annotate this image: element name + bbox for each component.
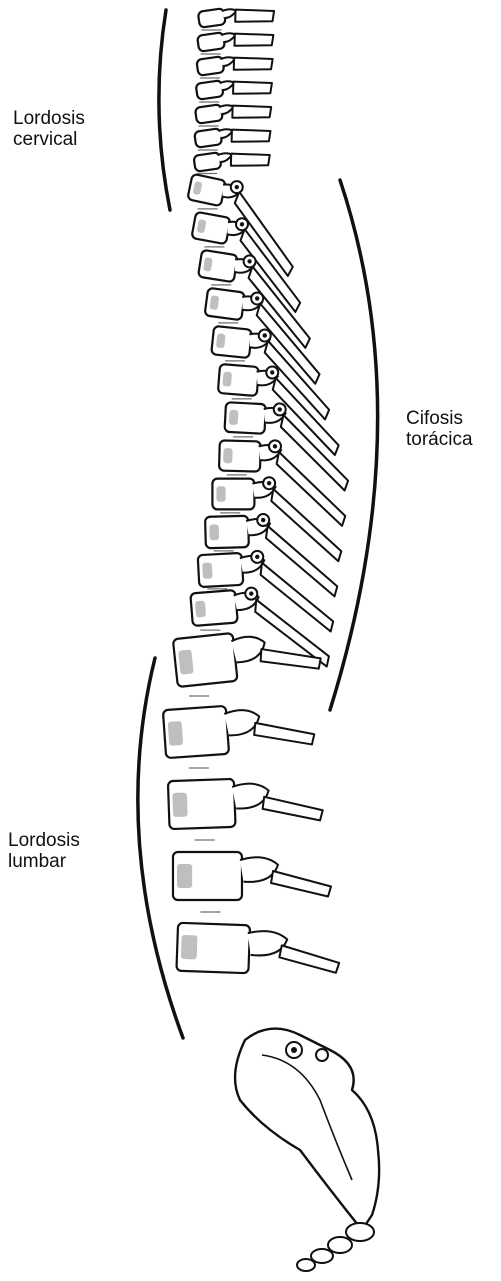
label-thoracic-line1: Cifosis — [406, 408, 473, 429]
vertebra-lumbar-1-shading — [178, 649, 194, 674]
coccyx-segment-1 — [346, 1223, 374, 1241]
coccyx-segment-2 — [328, 1237, 352, 1253]
vertebra-cervical-6-spinous-process — [230, 124, 272, 146]
vertebra-cervical-3-spinous-process — [232, 52, 274, 74]
vertebra-cervical-5-body — [195, 104, 223, 123]
vertebra-lumbar-3-shading — [172, 793, 187, 817]
sacrum — [235, 1029, 379, 1230]
vertebra-lumbar-3-spinous-process — [262, 795, 323, 823]
label-cervical-lordosis: Lordosis cervical — [13, 108, 85, 150]
vertebra-lumbar-2 — [163, 700, 315, 758]
vertebra-lumbar-2-spinous-process — [253, 719, 315, 749]
vertebra-cervical-7-spinous-process — [229, 148, 271, 170]
vertebra-thoracic-2-body — [191, 212, 230, 245]
cervical-curve-line — [159, 10, 170, 210]
sacral-foramen-1-dot — [291, 1047, 297, 1053]
vertebra-cervical-1-spinous-process — [234, 4, 276, 26]
vertebra-thoracic-12-shading — [195, 601, 206, 618]
vertebra-cervical-1-body — [198, 8, 226, 27]
label-lumbar-lordosis: Lordosis lumbar — [8, 830, 80, 872]
vertebra-cervical-5-spinous-process — [231, 100, 273, 122]
vertebra-cervical-2-body — [197, 32, 225, 51]
vertebra-lumbar-5 — [176, 923, 340, 977]
vertebra-cervical-7-body — [193, 152, 221, 171]
vertebra-lumbar-4-spinous-process — [271, 871, 331, 897]
label-lumbar-line2: lumbar — [8, 851, 80, 872]
label-cervical-line1: Lordosis — [13, 108, 85, 129]
label-thoracic-kyphosis: Cifosis torácica — [406, 408, 473, 450]
vertebra-cervical-6-body — [194, 128, 222, 147]
vertebral-column — [163, 1, 352, 976]
vertebra-lumbar-3 — [168, 776, 323, 829]
vertebra-thoracic-5-shading — [216, 333, 226, 348]
vertebra-cervical-4-body — [196, 80, 224, 99]
label-cervical-line2: cervical — [13, 129, 85, 150]
vertebra-thoracic-9-shading — [216, 486, 225, 501]
vertebra-thoracic-7-shading — [229, 410, 239, 425]
sacrum-coccyx — [235, 1029, 379, 1271]
vertebra-lumbar-2-shading — [168, 721, 184, 746]
vertebra-lumbar-4-shading — [177, 864, 192, 888]
vertebra-lumbar-5-spinous-process — [279, 945, 340, 973]
vertebra-thoracic-8-shading — [223, 448, 232, 463]
sacral-foramen-2 — [316, 1049, 328, 1061]
coccyx-segment-4 — [297, 1259, 315, 1271]
label-lumbar-line1: Lordosis — [8, 830, 80, 851]
vertebra-cervical-1 — [198, 1, 276, 31]
coccyx-segment-3 — [311, 1249, 333, 1263]
vertebra-lumbar-4 — [173, 852, 331, 900]
vertebra-lumbar-5-shading — [181, 935, 198, 960]
label-thoracic-line2: torácica — [406, 429, 473, 450]
vertebra-cervical-2-spinous-process — [233, 28, 275, 50]
vertebra-cervical-4-spinous-process — [231, 76, 273, 98]
vertebra-thoracic-1-body — [187, 174, 226, 207]
vertebra-thoracic-11-shading — [202, 562, 213, 578]
vertebra-thoracic-6-shading — [222, 372, 232, 387]
vertebra-thoracic-9-rib-facet-dot — [267, 481, 271, 485]
vertebra-cervical-3-body — [196, 56, 224, 75]
vertebra-thoracic-10-shading — [209, 524, 219, 540]
